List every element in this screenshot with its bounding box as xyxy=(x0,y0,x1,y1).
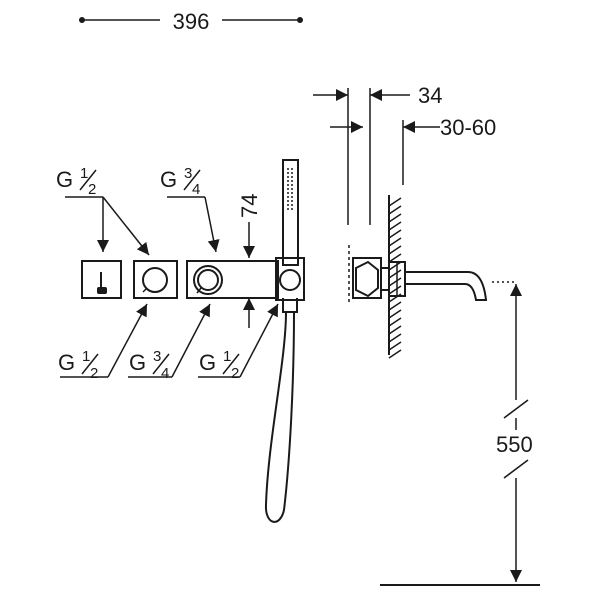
hatch-line xyxy=(388,197,402,207)
wall-section xyxy=(388,195,402,359)
conn-top-1-num: 1 xyxy=(80,165,88,182)
top-connection-2: G 3 4 xyxy=(160,165,220,253)
conn-bot-2-letter: G xyxy=(129,350,146,375)
diverter-box xyxy=(81,260,122,299)
hatch-line xyxy=(388,261,402,271)
wall-range-label: 30-60 xyxy=(440,115,496,140)
hatch-line xyxy=(388,309,402,319)
bottom-connection-2: G 3 4 xyxy=(128,303,211,382)
hatch-line xyxy=(388,285,402,295)
hatch-line xyxy=(388,213,402,223)
thermostat-dial-outer xyxy=(193,265,223,295)
spout-height-dimension: 550 xyxy=(380,284,540,586)
conn-bot-3-letter: G xyxy=(199,350,216,375)
top-connection-1: G 1 2 xyxy=(56,165,150,256)
hand-shower xyxy=(264,159,305,523)
spout-arm xyxy=(404,271,488,301)
conn-bot-2-leader xyxy=(171,303,211,378)
hatch-line xyxy=(388,349,402,359)
thermostat-dial-mark xyxy=(196,287,202,294)
overall-width-label: 396 xyxy=(173,9,210,34)
hatch-line xyxy=(388,325,402,335)
hatch-line xyxy=(388,205,402,215)
hose-connector xyxy=(282,298,298,313)
wall-depth-label: 34 xyxy=(418,83,442,108)
wall-depth-dimension: 34 xyxy=(313,83,442,225)
conn-bot-3-slash xyxy=(222,353,240,375)
conn-top-2-num: 3 xyxy=(184,165,192,182)
conn-top-1-den: 2 xyxy=(88,181,96,198)
conn-top-1-slash xyxy=(79,169,97,191)
break-mark-top xyxy=(503,399,529,419)
conn-bot-1-num: 1 xyxy=(82,348,90,365)
volume-control-box xyxy=(133,260,178,299)
diverter-outline xyxy=(81,260,122,299)
bottom-connection-3: G 1 2 xyxy=(198,303,279,382)
spout-wall-plate xyxy=(380,267,390,291)
height-74-dimension: 74 xyxy=(237,194,262,328)
shower-hose xyxy=(264,311,295,523)
thermostat-outline xyxy=(186,260,279,299)
hatch-line xyxy=(388,237,402,247)
hatch-line xyxy=(388,229,402,239)
conn-bot-1-slash xyxy=(81,353,99,375)
thermostat-dial-inner xyxy=(197,269,219,291)
hatch-line xyxy=(388,341,402,351)
hatch-line xyxy=(388,253,402,263)
spout-height-label: 550 xyxy=(496,432,533,457)
conn-bot-3-leader xyxy=(239,303,279,378)
spout-side-view xyxy=(348,245,516,305)
conn-bot-2-num: 3 xyxy=(153,348,161,365)
bottom-connection-1: G 1 2 xyxy=(58,303,148,382)
conn-top-2-leader xyxy=(204,196,220,253)
conn-bot-2-slash xyxy=(152,353,170,375)
overall-width-dimension: 396 xyxy=(79,9,303,34)
wall-range-dimension: 30-60 xyxy=(330,115,496,185)
hatch-line xyxy=(388,245,402,255)
break-mark-bottom xyxy=(503,459,529,479)
hatch-line xyxy=(388,221,402,231)
spout-body-housing xyxy=(352,257,382,299)
shower-holder-bracket xyxy=(275,257,305,301)
volume-dial xyxy=(142,267,168,293)
hatch-line xyxy=(388,301,402,311)
volume-dial-mark xyxy=(142,287,148,293)
wall-hatching xyxy=(388,197,402,359)
dim-endpoint-right xyxy=(297,17,303,23)
spout-body-cartridge xyxy=(355,260,379,298)
hatch-line xyxy=(388,269,402,279)
conn-bot-1-letter: G xyxy=(58,350,75,375)
conn-top-1-letter: G xyxy=(56,167,73,192)
conn-top-2-slash xyxy=(183,169,201,191)
thermostat-box xyxy=(186,260,279,299)
conn-top-1-leader-b xyxy=(102,196,150,256)
conn-top-2-letter: G xyxy=(160,167,177,192)
conn-bot-3-den: 2 xyxy=(231,365,239,382)
conn-bot-1-den: 2 xyxy=(90,365,98,382)
conn-top-2-den: 4 xyxy=(192,181,200,198)
shower-holder-outlet xyxy=(279,269,301,291)
height-label: 74 xyxy=(237,194,262,218)
hatch-line xyxy=(388,333,402,343)
volume-outline xyxy=(133,260,178,299)
diverter-knob xyxy=(97,287,107,294)
hatch-line xyxy=(388,317,402,327)
hatch-line xyxy=(388,277,402,287)
conn-bot-2-den: 4 xyxy=(161,365,169,382)
conn-bot-1-leader xyxy=(107,303,148,378)
conn-bot-3-num: 1 xyxy=(223,348,231,365)
hand-shower-body xyxy=(282,159,299,266)
